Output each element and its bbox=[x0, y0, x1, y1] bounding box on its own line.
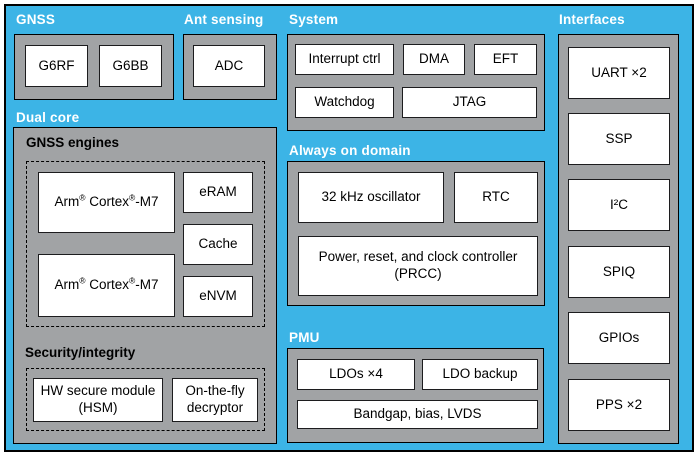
block-ssp: SSP bbox=[568, 113, 670, 165]
block-jtag: JTAG bbox=[402, 87, 537, 118]
gnss-section-label: GNSS bbox=[16, 12, 56, 27]
gnss-engines-label: GNSS engines bbox=[26, 135, 120, 150]
interfaces-panel bbox=[558, 34, 679, 444]
block-cache: Cache bbox=[183, 224, 253, 265]
block-g6rf: G6RF bbox=[25, 45, 88, 87]
block-cortex-m7-1: Arm® Cortex®-M7 bbox=[38, 172, 175, 233]
block-eram: eRAM bbox=[183, 172, 253, 213]
block-otf-decryptor: On-the-fly decryptor bbox=[172, 378, 258, 422]
gnss-engines-dashed-outline bbox=[26, 161, 265, 327]
block-watchdog: Watchdog bbox=[295, 87, 394, 118]
block-ldo-backup: LDO backup bbox=[422, 359, 538, 390]
system-section-label: System bbox=[289, 12, 339, 27]
pmu-section-label: PMU bbox=[289, 330, 320, 345]
ant-sensing-section-label: Ant sensing bbox=[184, 12, 264, 27]
dual-core-section-label: Dual core bbox=[16, 110, 80, 125]
security-dashed-outline bbox=[26, 368, 265, 431]
always-on-section-label: Always on domain bbox=[289, 143, 411, 158]
block-interrupt-ctrl: Interrupt ctrl bbox=[295, 44, 394, 75]
block-rtc: RTC bbox=[454, 172, 538, 223]
block-cortex-m7-2: Arm® Cortex®-M7 bbox=[38, 254, 175, 317]
block-32khz-oscillator: 32 kHz oscillator bbox=[298, 172, 444, 223]
block-prcc: Power, reset, and clock controller (PRCC… bbox=[298, 236, 538, 296]
block-bandgap-bias-lvds: Bandgap, bias, LVDS bbox=[297, 400, 538, 429]
block-ldos: LDOs ×4 bbox=[297, 359, 415, 390]
block-adc: ADC bbox=[193, 45, 265, 87]
block-pps: PPS ×2 bbox=[568, 379, 670, 431]
block-g6bb: G6BB bbox=[99, 45, 162, 87]
block-i2c: I²C bbox=[568, 179, 670, 231]
block-eft: EFT bbox=[474, 44, 537, 75]
interfaces-section-label: Interfaces bbox=[559, 12, 625, 27]
block-hsm: HW secure module (HSM) bbox=[33, 378, 163, 422]
block-dma: DMA bbox=[403, 44, 465, 75]
security-integrity-label: Security/integrity bbox=[25, 345, 136, 360]
block-spiq: SPIQ bbox=[568, 246, 670, 298]
diagram-frame: GNSS G6RF G6BB Ant sensing ADC System In… bbox=[4, 4, 694, 452]
block-envm: eNVM bbox=[183, 276, 253, 317]
block-gpios: GPIOs bbox=[568, 312, 670, 364]
block-uart: UART ×2 bbox=[568, 47, 670, 99]
